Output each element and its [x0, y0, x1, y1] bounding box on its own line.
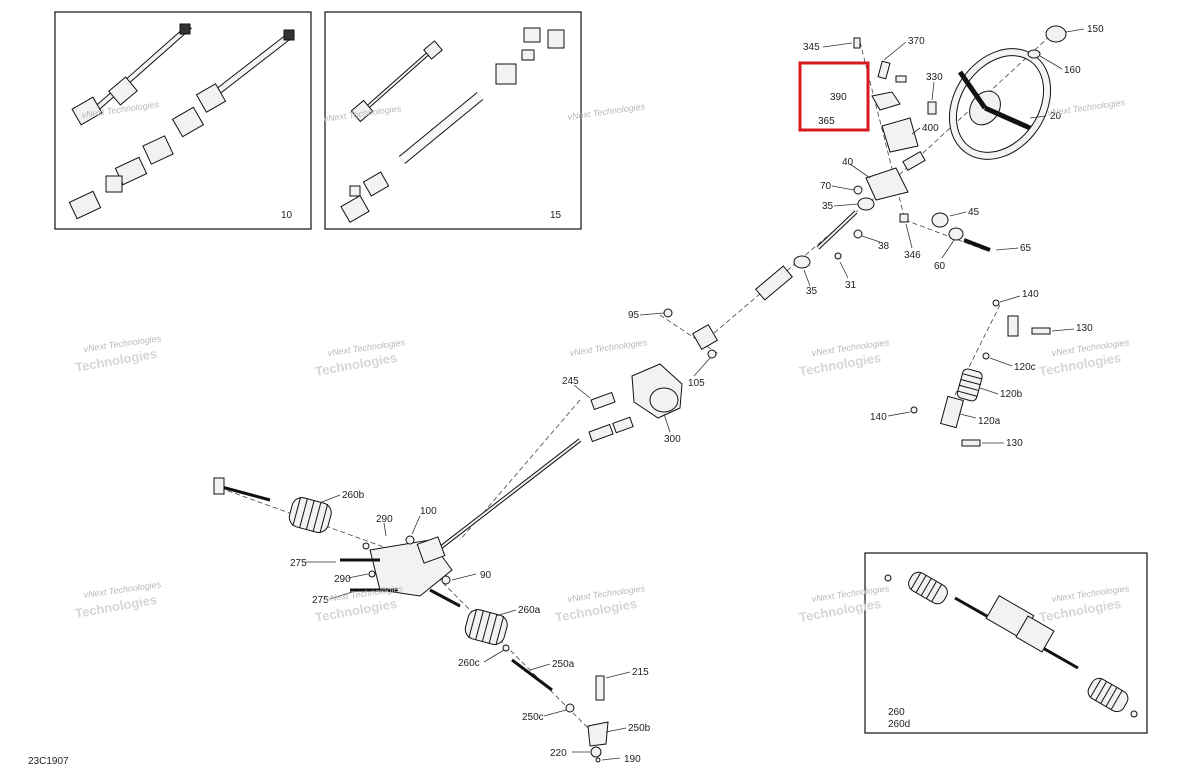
- callout-120a: 120a: [978, 416, 1001, 427]
- callout-275-upper: 275: [290, 558, 307, 569]
- callout-130-upper: 130: [1076, 323, 1093, 334]
- svg-text:vNext Technologies: vNext Technologies: [569, 337, 648, 358]
- inset-box-15: [324, 11, 582, 230]
- inset-260d-number: 260d: [888, 719, 910, 730]
- wheel-cap: [1045, 25, 1067, 43]
- callout-60: 60: [934, 261, 946, 272]
- inset-260-number: 260: [888, 707, 905, 718]
- callout-260b: 260b: [342, 490, 365, 501]
- svg-text:Technologies: Technologies: [314, 350, 398, 379]
- svg-text:Technologies: Technologies: [1038, 350, 1122, 379]
- callout-31: 31: [845, 280, 857, 291]
- callout-260a: 260a: [518, 605, 541, 616]
- callout-40: 40: [842, 157, 854, 168]
- callout-345: 345: [803, 42, 820, 53]
- inset-15-number: 15: [550, 210, 562, 221]
- callout-220: 220: [550, 748, 567, 759]
- steering-wheel: [948, 48, 1052, 160]
- svg-text:Technologies: Technologies: [798, 596, 882, 625]
- callout-20: 20: [1050, 111, 1062, 122]
- callout-300: 300: [664, 434, 681, 445]
- inset-10-shafts: [68, 23, 295, 220]
- callout-65: 65: [1020, 243, 1032, 254]
- callout-290-upper: 290: [376, 514, 393, 525]
- callout-346: 346: [904, 250, 921, 261]
- callout-leaders: [306, 28, 1085, 761]
- column-tilt-parts: [755, 37, 991, 301]
- inset-box-10: [54, 11, 312, 230]
- callout-120b: 120b: [1000, 389, 1023, 400]
- callout-140-lower: 140: [870, 412, 887, 423]
- callout-35-upper: 35: [822, 201, 834, 212]
- svg-text:Technologies: Technologies: [798, 350, 882, 379]
- callout-95: 95: [628, 310, 640, 321]
- callout-120c: 120c: [1014, 362, 1036, 373]
- callout-390: 390: [830, 92, 847, 103]
- svg-text:vNext Technologies: vNext Technologies: [1047, 97, 1126, 118]
- inset-260-rack: [884, 571, 1138, 718]
- callout-250c: 250c: [522, 712, 544, 723]
- callout-38: 38: [878, 241, 890, 252]
- steering-link-parts: [910, 299, 1051, 447]
- callout-90: 90: [480, 570, 492, 581]
- callout-150: 150: [1087, 24, 1104, 35]
- callout-45: 45: [968, 207, 980, 218]
- callout-130-lower: 130: [1006, 438, 1023, 449]
- callout-100: 100: [420, 506, 437, 517]
- callout-290-lower: 290: [334, 574, 351, 585]
- callout-250b: 250b: [628, 723, 651, 734]
- callout-35-lower: 35: [806, 286, 818, 297]
- wheel-nut: [1027, 49, 1041, 59]
- callout-365: 365: [818, 116, 835, 127]
- svg-text:vNext Technologies: vNext Technologies: [567, 101, 646, 122]
- inset-15-shafts: [340, 27, 565, 223]
- inset-10-number: 10: [281, 210, 293, 221]
- steering-rack: [213, 477, 609, 763]
- power-steering-unit: [438, 308, 718, 550]
- callout-245: 245: [562, 376, 579, 387]
- callout-140-upper: 140: [1022, 289, 1039, 300]
- watermarks: vNext Technologies vNext Technologies vN…: [74, 97, 1130, 625]
- callout-70: 70: [820, 181, 832, 192]
- callout-160: 160: [1064, 65, 1081, 76]
- callout-330: 330: [926, 72, 943, 83]
- svg-text:Technologies: Technologies: [554, 596, 638, 625]
- callout-labels: 345 370 150 160 330 390 365 20 400 40 70…: [290, 24, 1104, 765]
- callout-250a: 250a: [552, 659, 575, 670]
- callout-370: 370: [908, 36, 925, 47]
- diagram-code: 23C1907: [28, 756, 69, 767]
- callout-105: 105: [688, 378, 705, 389]
- callout-215: 215: [632, 667, 649, 678]
- svg-text:Technologies: Technologies: [1038, 596, 1122, 625]
- callout-400: 400: [922, 123, 939, 134]
- inset-box-260: [864, 552, 1148, 734]
- callout-275-lower: 275: [312, 595, 329, 606]
- highlight-box[interactable]: [798, 61, 870, 132]
- callout-260c: 260c: [458, 658, 480, 669]
- callout-190: 190: [624, 754, 641, 765]
